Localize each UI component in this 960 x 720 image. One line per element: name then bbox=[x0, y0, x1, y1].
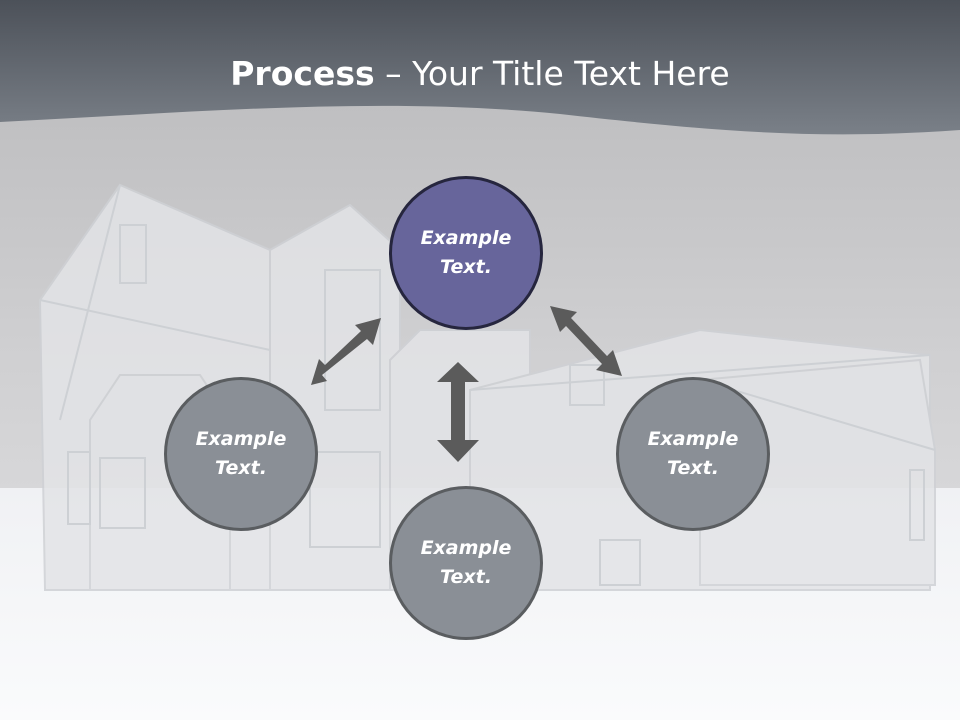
node-bottom-label: Example Text. bbox=[420, 537, 512, 588]
node-left-label: Example Text. bbox=[195, 428, 287, 479]
page-title: Process – Your Title Text Here bbox=[0, 52, 960, 96]
header-band bbox=[0, 0, 960, 135]
process-node-right[interactable]: Example Text. bbox=[616, 377, 770, 531]
process-node-bottom[interactable]: Example Text. bbox=[389, 486, 543, 640]
arrow-top-right bbox=[550, 306, 622, 376]
node-top-label: Example Text. bbox=[420, 227, 512, 278]
title-rest: – Your Title Text Here bbox=[374, 54, 730, 93]
node-right-label: Example Text. bbox=[647, 428, 739, 479]
title-bold: Process bbox=[230, 54, 375, 93]
arrow-vertical bbox=[437, 362, 479, 462]
process-node-top[interactable]: Example Text. bbox=[389, 176, 543, 330]
process-node-left[interactable]: Example Text. bbox=[164, 377, 318, 531]
arrow-top-left bbox=[311, 318, 381, 385]
